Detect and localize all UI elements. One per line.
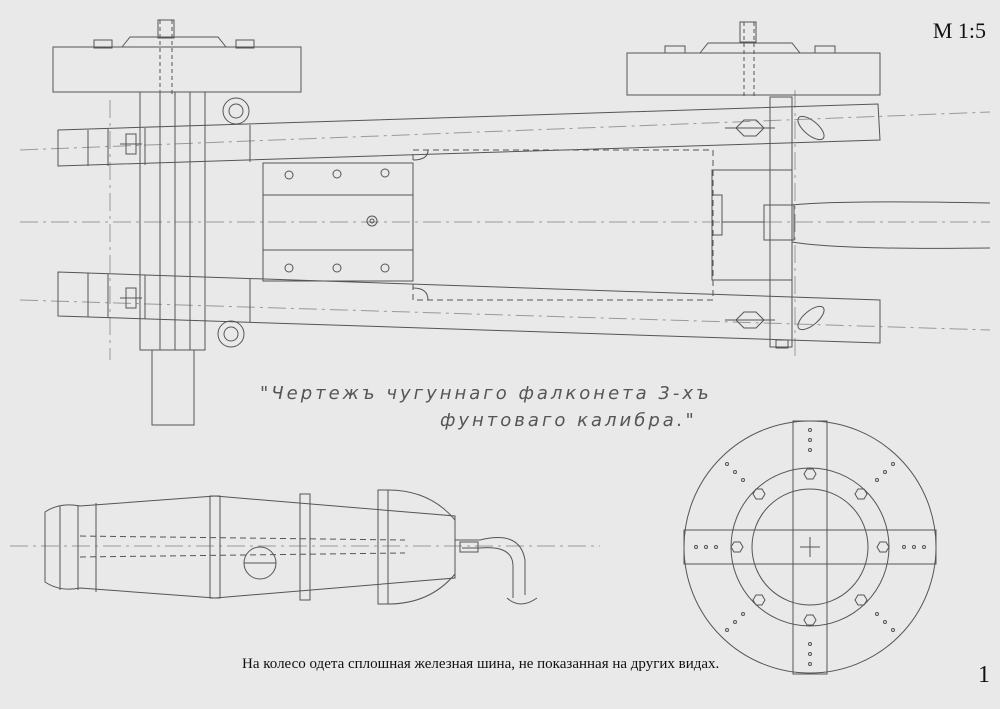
title-line-1: "Чертежъ чугуннаго фалконета 3-хъ: [260, 383, 712, 404]
falconet-barrel: [45, 490, 537, 604]
cheek-bolts: [120, 112, 828, 333]
wheel-hub-nuts: [731, 469, 889, 625]
drawing-title: "Чертежъ чугуннаго фалконета 3-хъ фунтов…: [250, 383, 750, 431]
scale-label: M 1:5: [932, 18, 986, 43]
right-wheel-top: [627, 22, 880, 98]
wheel-rivets: [695, 429, 926, 666]
wheel-front-view: [684, 421, 936, 674]
page-number: 1: [978, 662, 990, 688]
left-wheel-top: [53, 20, 301, 95]
title-line-2: фунтоваго калибра.": [440, 410, 697, 431]
carriage-top-view: [53, 20, 990, 425]
centerlines: [10, 90, 990, 546]
transom-bolts: [285, 169, 389, 272]
footnote: На колесо одета сплошная железная шина, …: [242, 656, 720, 672]
